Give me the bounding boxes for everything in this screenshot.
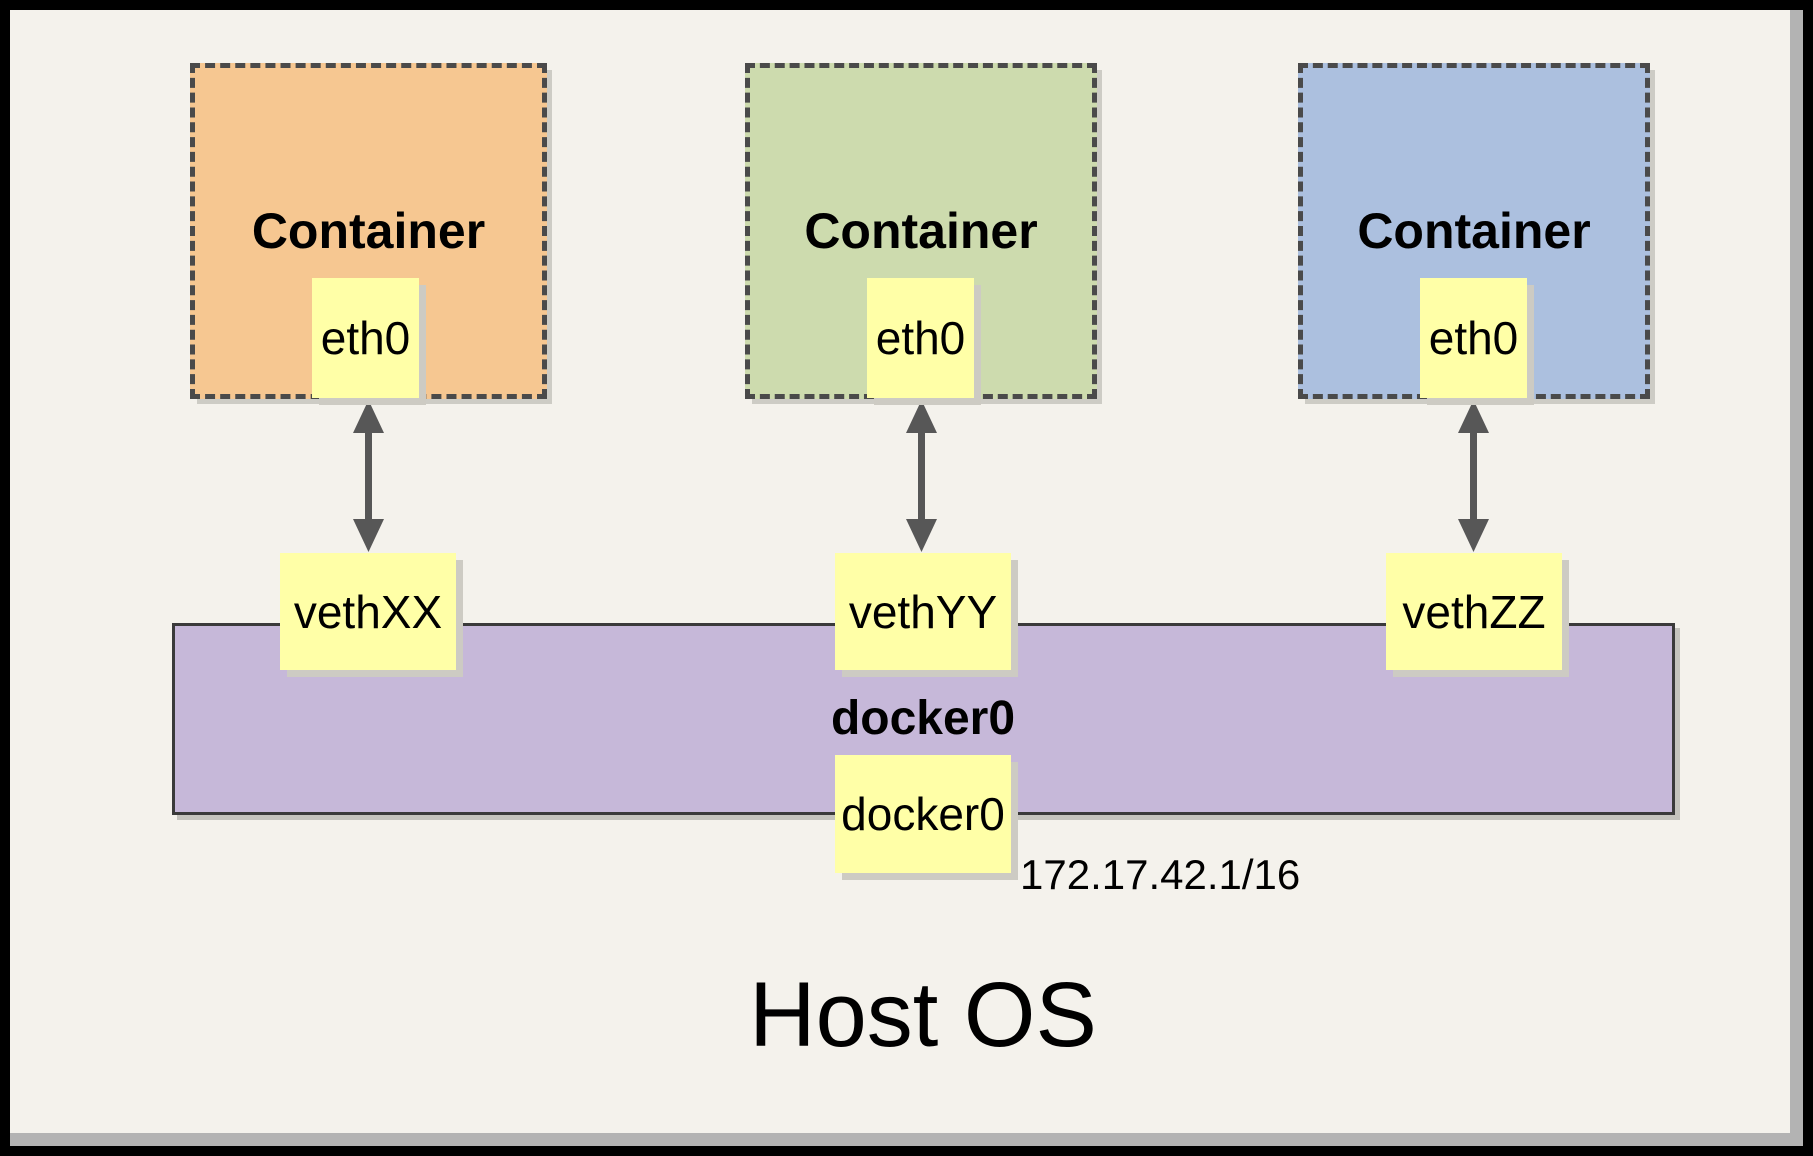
container-2-eth0-label: eth0 [875, 312, 966, 364]
vethYY-note: vethYY [835, 553, 1011, 670]
container-1-label: Container [251, 203, 486, 259]
container-2-label: Container [804, 203, 1038, 259]
double-arrow-icon [1458, 400, 1489, 552]
docker0-interface-note: docker0 [835, 755, 1011, 873]
container-3-eth0-note: eth0 [1420, 278, 1527, 398]
vethYY-label: vethYY [848, 585, 998, 638]
vethXX-label: vethXX [293, 585, 443, 638]
host-os-label: Host OS [749, 964, 1097, 1066]
container-3-label: Container [1357, 203, 1591, 259]
vethXX-note: vethXX [280, 553, 456, 670]
docker0-ip-label: 172.17.42.1/16 [1020, 851, 1301, 898]
double-arrow-icon [353, 400, 384, 552]
double-arrow-icon [906, 400, 937, 552]
docker0-interface-label: docker0 [841, 788, 1005, 840]
vethZZ-note: vethZZ [1386, 553, 1562, 670]
container-3-eth0-label: eth0 [1428, 312, 1519, 364]
vethZZ-label: vethZZ [1402, 585, 1546, 638]
docker0-bridge-label: docker0 [830, 692, 1016, 745]
container-1-eth0-label: eth0 [320, 312, 411, 364]
container-1-eth0-note: eth0 [312, 278, 419, 398]
container-2-eth0-note: eth0 [867, 278, 974, 398]
